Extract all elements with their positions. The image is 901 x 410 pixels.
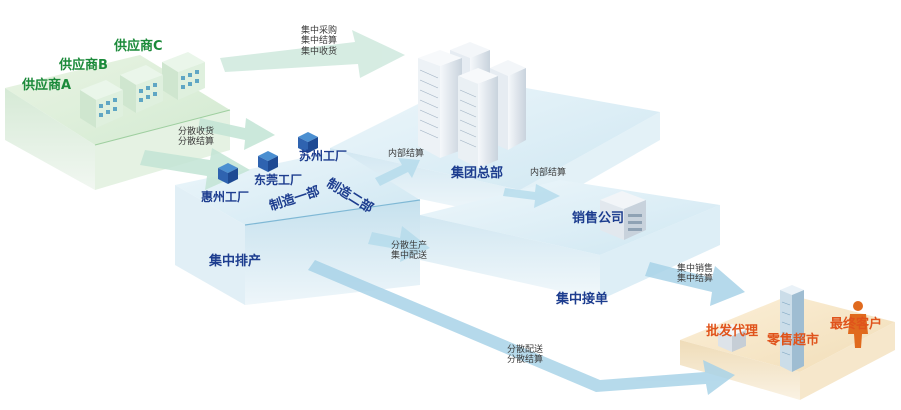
supplier-b-label: 供应商B [59, 58, 108, 73]
retail-label: 零售超市 [767, 333, 820, 348]
central-sales-arrow [645, 262, 745, 306]
central-orders-label: 集中接单 [556, 292, 609, 307]
central-sales-settlement-line: 集中结算 [677, 274, 714, 285]
supplier-a-label: 供应商A [22, 78, 72, 93]
supplier-buildings [80, 52, 205, 128]
hq-towers [418, 42, 526, 168]
dispersed-settlement-line: 分散结算 [178, 137, 215, 148]
wholesale-label: 批发代理 [706, 324, 759, 339]
customer-icons [718, 285, 868, 372]
dispersed-receiving-note: 分散收货 分散结算 [178, 127, 214, 148]
supplier-c-building [162, 52, 205, 100]
central-sales-note: 集中销售 集中结算 [677, 264, 713, 285]
sales-platform [420, 180, 720, 300]
huizhou-factory-icon [218, 163, 238, 184]
manufacturing-platform [175, 150, 421, 305]
receiving-arrow-2 [198, 118, 275, 150]
supplier-a-building [80, 80, 123, 128]
delivery-arrow [308, 260, 735, 395]
hq-tower-windows [419, 69, 477, 148]
supplier-c-label: 供应商C [114, 39, 163, 54]
central-delivery-line: 集中配送 [391, 251, 428, 262]
retail-tower [780, 285, 804, 372]
dispersed-delivery-line: 分散配送 [507, 345, 544, 355]
dispersed-delivery-settlement-line: 分散结算 [507, 355, 544, 366]
dispersed-receiving-line: 分散收货 [178, 127, 215, 137]
sales-company-label: 销售公司 [572, 211, 625, 226]
end-customer-figure [848, 301, 868, 348]
sales-building [600, 191, 646, 240]
hq-label: 集团总部 [451, 166, 504, 181]
dispersed-production-note: 分散生产 集中配送 [391, 241, 427, 262]
internal-settle-right-label: 内部结算 [530, 168, 567, 178]
huizhou-factory-label: 惠州工厂 [201, 190, 250, 204]
dispersed-delivery-note: 分散配送 分散结算 [507, 345, 543, 366]
end-customer-label: 最终客户 [830, 317, 883, 332]
dongguan-factory-label: 东莞工厂 [254, 173, 303, 187]
flow-arrows [140, 30, 745, 395]
production-arrow [368, 226, 430, 262]
suzhou-factory-label: 苏州工厂 [299, 149, 348, 163]
wholesale-building [718, 324, 746, 352]
central-receiving-line: 集中收货 [301, 46, 338, 57]
supplier-b-building [120, 65, 163, 113]
internal-settle-arrow-left [375, 158, 420, 186]
internal-settle-left-label: 内部结算 [388, 149, 425, 159]
central-procurement-note: 集中采购 集中结算 集中收货 [301, 26, 337, 57]
procurement-arrow [220, 30, 405, 78]
factory-icons [218, 132, 318, 184]
dispersed-production-line: 分散生产 [391, 241, 428, 251]
internal-settle-arrow-right [503, 184, 560, 208]
dongguan-factory-icon [258, 151, 278, 172]
suzhou-factory-icon [298, 132, 318, 153]
central-sales-line: 集中销售 [677, 264, 714, 274]
central-schedule-label: 集中排产 [209, 254, 262, 269]
central-procurement-line: 集中采购 [301, 26, 338, 36]
central-settlement-line: 集中结算 [301, 36, 338, 47]
